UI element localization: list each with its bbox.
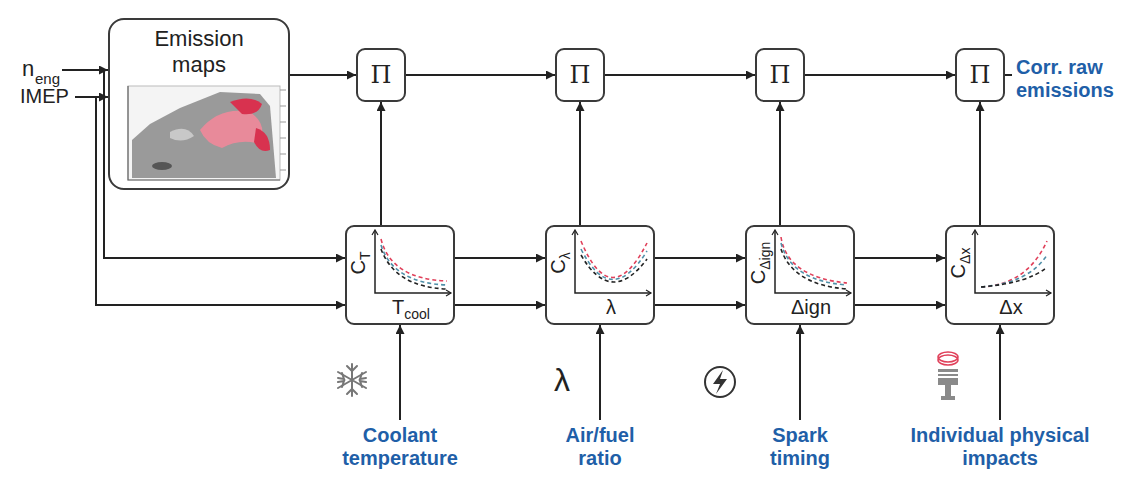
dashed-curve — [381, 245, 447, 285]
dashed-curve — [581, 241, 647, 278]
axis-label: λ — [606, 297, 616, 317]
axis-symbol: T — [392, 296, 404, 318]
input-line — [999, 325, 1001, 420]
signal-arrow — [290, 74, 356, 76]
dashed-curve — [981, 255, 1047, 287]
input-line — [599, 325, 601, 420]
product-box: Π — [356, 48, 406, 102]
dashed-curve — [581, 255, 647, 282]
axis-arrow — [972, 230, 1051, 296]
axis-subscript: T — [357, 251, 373, 260]
axis-label: CΔx — [948, 248, 972, 279]
signal-arrow — [579, 102, 581, 225]
snowflake-icon — [338, 364, 366, 396]
dashed-curve — [981, 267, 1047, 287]
piston-icon — [938, 352, 958, 400]
signal-name: n — [22, 56, 34, 82]
axis-subscript: Δign — [757, 242, 773, 270]
axis-arrow — [372, 230, 451, 296]
product-symbol: Π — [770, 61, 791, 89]
output-label: Corr. raw emissions — [1016, 56, 1141, 103]
product-box: Π — [755, 48, 805, 102]
dashed-curve — [781, 249, 847, 289]
signal-arrow — [979, 102, 981, 225]
input-line — [399, 325, 401, 420]
input-line — [799, 325, 801, 420]
signal-arrow — [380, 102, 382, 225]
correction-box: CTTcool — [345, 225, 455, 325]
product-symbol: Π — [970, 61, 991, 89]
signal-arrow — [655, 257, 745, 259]
map-box: Emission maps — [108, 18, 290, 190]
axis-symbol: C — [947, 264, 969, 278]
product-box: Π — [955, 48, 1005, 102]
dashed-curve — [781, 243, 847, 285]
product-box: Π — [555, 48, 605, 102]
input-line — [104, 70, 345, 258]
dashed-curve — [981, 241, 1047, 287]
signal-name: IMEP — [20, 85, 69, 108]
axis-label: Δx — [999, 297, 1022, 317]
axis-label: CΔign — [748, 242, 772, 285]
input-line — [62, 69, 108, 71]
signal-arrow — [655, 304, 745, 306]
signal-arrow — [779, 102, 781, 225]
input-label: Air/fuel ratio — [545, 424, 655, 471]
correction-box: CΔignΔign — [745, 225, 855, 325]
chart-axis — [575, 231, 651, 293]
signal-arrow — [605, 74, 755, 76]
chart-axis — [375, 231, 451, 293]
signal-arrow — [805, 74, 955, 76]
spark-icon — [705, 367, 735, 397]
chart-axis — [775, 231, 851, 293]
chart-axis — [975, 231, 1051, 293]
signal-arrow — [406, 74, 555, 76]
axis-symbol: λ — [606, 296, 616, 318]
input-label: Spark timing — [760, 424, 840, 471]
dashed-curve — [781, 237, 847, 283]
axis-symbol: Δign — [791, 296, 831, 318]
axis-arrow — [572, 230, 651, 296]
product-symbol: Π — [570, 61, 591, 89]
dashed-curve — [381, 249, 447, 289]
axis-subscript: λ — [557, 252, 573, 259]
curve-chart — [547, 227, 653, 323]
signal-subscript: eng — [35, 70, 60, 87]
axis-symbol: C — [547, 259, 569, 273]
axis-arrow — [772, 230, 851, 296]
product-symbol: Π — [371, 61, 392, 89]
correction-box: CΔxΔx — [945, 225, 1055, 325]
correction-box: Cλλ — [545, 225, 655, 325]
axis-subscript: Δx — [957, 248, 973, 264]
axis-symbol: C — [747, 270, 769, 284]
axis-symbol: Δx — [999, 296, 1022, 318]
signal-arrow — [855, 257, 945, 259]
dashed-curve — [581, 249, 647, 280]
axis-label: CT — [348, 251, 372, 274]
axis-label: Δign — [791, 297, 831, 317]
box-title: Emission maps — [144, 26, 254, 78]
axis-label: Cλ — [548, 252, 572, 273]
input-label: Individual physical impacts — [910, 424, 1090, 471]
signal-arrow — [455, 304, 545, 306]
axis-subscript: cool — [404, 306, 430, 322]
signal-arrow — [855, 304, 945, 306]
output-line — [1005, 74, 1012, 76]
input-label: Coolant temperature — [330, 424, 470, 471]
axis-symbol: C — [347, 260, 369, 274]
lambda-icon: λ — [554, 362, 570, 399]
signal-arrow — [455, 257, 545, 259]
axis-label: Tcool — [392, 297, 430, 321]
input-line — [75, 96, 108, 98]
dashed-curve — [381, 239, 447, 281]
